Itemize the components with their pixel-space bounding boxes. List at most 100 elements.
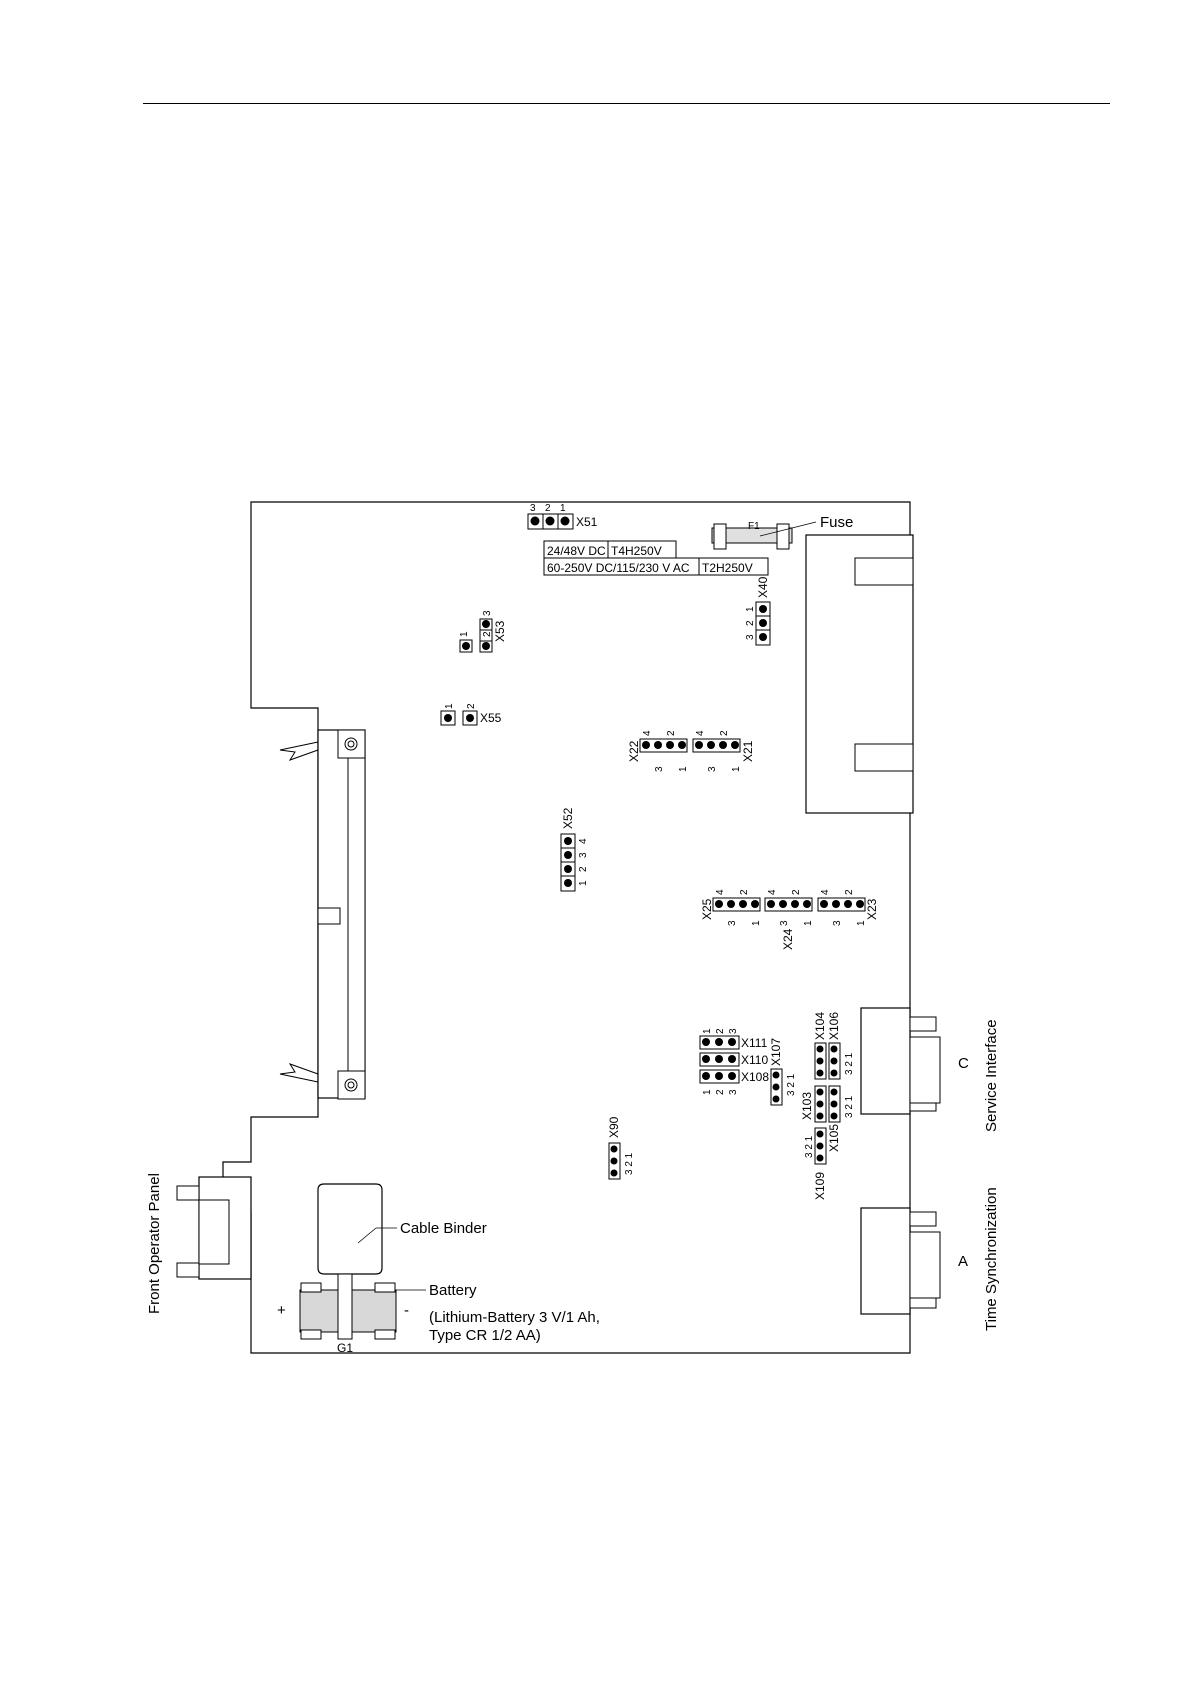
x111-label: X111 xyxy=(741,1036,768,1050)
svg-text:2: 2 xyxy=(791,889,802,895)
g1-label: G1 xyxy=(337,1341,353,1355)
jumper-x111: 1 2 3 X111 xyxy=(699,1028,768,1050)
svg-text:3: 3 xyxy=(745,634,756,640)
battery-spec-2: Type CR 1/2 AA) xyxy=(429,1327,541,1344)
svg-text:1: 1 xyxy=(856,920,867,926)
jumper-x22: 4 2 3 1 X22 xyxy=(627,730,689,772)
x51-label: X51 xyxy=(576,515,598,529)
svg-text:2: 2 xyxy=(545,503,551,514)
jumper-x105: 3 2 1 X105 xyxy=(827,1085,855,1152)
svg-text:2: 2 xyxy=(482,631,493,637)
fuse-table-r1c2: T4H250V xyxy=(611,544,662,558)
svg-text:3: 3 xyxy=(654,766,665,772)
x23-label: X23 xyxy=(865,898,879,920)
svg-text:3 2 1: 3 2 1 xyxy=(844,1095,855,1118)
jumper-x109: 3 2 1 X109 xyxy=(804,1127,827,1200)
jumper-x103: X103 xyxy=(800,1085,827,1123)
fuse-ref-label: F1 xyxy=(748,521,760,532)
battery-g1: Battery (Lithium-Battery 3 V/1 Ah, Type … xyxy=(277,1273,600,1355)
fuse-table-r2c1: 60-250V DC/115/230 V AC xyxy=(547,561,690,575)
jumper-x106: 3 2 1 X106 xyxy=(827,1012,855,1080)
svg-text:1: 1 xyxy=(731,766,742,772)
x90-label: X90 xyxy=(607,1116,621,1138)
x103-label: X103 xyxy=(800,1092,814,1120)
service-interface-label: Service Interface xyxy=(983,1019,1000,1132)
fuse-table-r1c1: 24/48V DC xyxy=(547,544,606,558)
svg-text:1: 1 xyxy=(751,920,762,926)
svg-text:2: 2 xyxy=(715,1089,726,1095)
x105-label: X105 xyxy=(827,1124,841,1152)
port-a-label: A xyxy=(958,1253,968,1270)
cable-binder: Cable Binder xyxy=(317,1183,487,1275)
fuse-table-r2c2: T2H250V xyxy=(702,561,753,575)
x108-label: X108 xyxy=(741,1070,769,1084)
x40-label: X40 xyxy=(756,576,770,598)
x104-label: X104 xyxy=(813,1012,827,1040)
svg-text:4: 4 xyxy=(642,730,653,736)
jumper-x55: 1 2 X55 xyxy=(440,703,502,726)
x25-label: X25 xyxy=(700,898,714,920)
svg-text:1: 1 xyxy=(444,703,455,709)
svg-text:3: 3 xyxy=(727,920,738,926)
jumper-x90: 3 2 1 X90 xyxy=(607,1116,635,1180)
x21-label: X21 xyxy=(741,740,755,762)
svg-text:1: 1 xyxy=(803,920,814,926)
svg-text:2: 2 xyxy=(578,866,589,872)
svg-text:3: 3 xyxy=(482,610,493,616)
fuse-label: Fuse xyxy=(820,514,853,531)
front-panel-connector xyxy=(176,1176,252,1280)
svg-text:2: 2 xyxy=(719,730,730,736)
jumper-x110: X110 xyxy=(699,1052,768,1067)
jumper-x52: 4 3 2 1 X52 xyxy=(560,807,589,892)
jumper-x108: 1 2 3 X108 xyxy=(699,1069,769,1095)
x109-label: X109 xyxy=(813,1172,827,1200)
svg-text:2: 2 xyxy=(715,1028,726,1034)
port-c-label: C xyxy=(958,1055,969,1072)
svg-text:2: 2 xyxy=(745,620,756,626)
jumper-x104: X104 xyxy=(813,1012,827,1080)
svg-text:1: 1 xyxy=(578,880,589,886)
svg-text:3 2 1: 3 2 1 xyxy=(624,1152,635,1175)
svg-text:2: 2 xyxy=(466,703,477,709)
upper-right-connector xyxy=(805,534,914,814)
jumper-x25: 4 2 3 1 X25 xyxy=(700,889,762,926)
svg-text:3: 3 xyxy=(728,1028,739,1034)
svg-text:3 2 1: 3 2 1 xyxy=(804,1135,815,1158)
svg-text:2: 2 xyxy=(739,889,750,895)
jumper-x107: 3 2 1 X107 xyxy=(769,1038,797,1106)
x22-label: X22 xyxy=(627,740,641,762)
svg-text:3: 3 xyxy=(707,766,718,772)
svg-text:2: 2 xyxy=(666,730,677,736)
x24-label: X24 xyxy=(781,928,795,950)
service-interface-connector xyxy=(860,1007,941,1115)
svg-text:1: 1 xyxy=(702,1028,713,1034)
svg-text:1: 1 xyxy=(702,1089,713,1095)
header-rule xyxy=(143,103,1110,104)
ribbon-connector xyxy=(279,729,366,1100)
front-panel-label: Front Operator Panel xyxy=(146,1173,163,1314)
svg-text:4: 4 xyxy=(767,889,778,895)
battery-spec-1: (Lithium-Battery 3 V/1 Ah, xyxy=(429,1309,600,1326)
x53-label: X53 xyxy=(493,620,507,642)
x110-label: X110 xyxy=(741,1053,768,1067)
svg-text:4: 4 xyxy=(695,730,706,736)
time-sync-connector xyxy=(860,1207,941,1315)
svg-text:1: 1 xyxy=(459,631,470,637)
svg-text:2: 2 xyxy=(844,889,855,895)
battery-plus: + xyxy=(277,1302,286,1319)
svg-text:3 2 1: 3 2 1 xyxy=(844,1052,855,1075)
svg-text:4: 4 xyxy=(715,889,726,895)
battery-minus: - xyxy=(404,1302,409,1319)
svg-text:3 2 1: 3 2 1 xyxy=(786,1073,797,1096)
svg-text:1: 1 xyxy=(745,606,756,612)
svg-text:1: 1 xyxy=(560,503,566,514)
svg-text:3: 3 xyxy=(728,1089,739,1095)
svg-text:4: 4 xyxy=(820,889,831,895)
svg-text:4: 4 xyxy=(578,838,589,844)
svg-text:3: 3 xyxy=(578,852,589,858)
cable-binder-label: Cable Binder xyxy=(400,1220,487,1237)
svg-text:3: 3 xyxy=(530,503,536,514)
svg-text:3: 3 xyxy=(779,920,790,926)
